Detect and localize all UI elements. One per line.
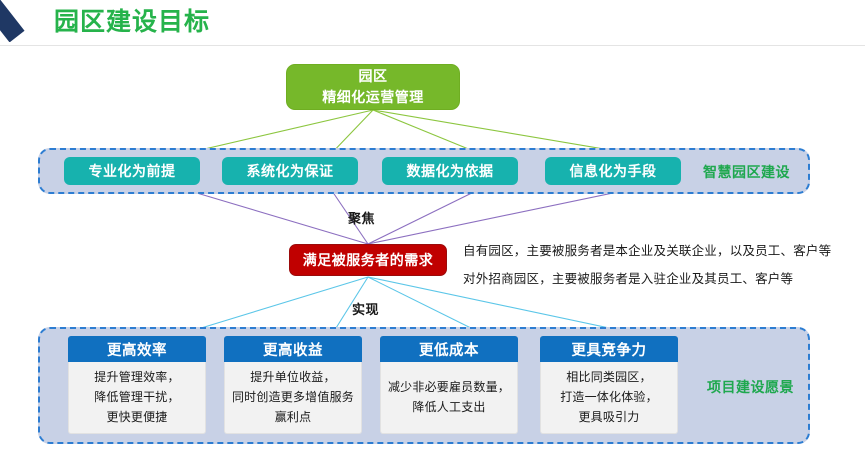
root-node-line2: 精细化运营管理 (322, 89, 424, 105)
vision-card-title: 更具竞争力 (540, 336, 678, 362)
vision-card-line: 提升单位收益， (250, 370, 336, 384)
top-band-pill-label: 系统化为保证 (246, 163, 334, 179)
top-band-pill-label: 数据化为依据 (406, 163, 494, 179)
vision-card-4[interactable]: 更具竞争力相比同类园区， 打造一体化体验， 更具吸引力 (540, 336, 678, 434)
root-node-line1: 园区 (358, 68, 388, 84)
realize-label: 实现 (352, 302, 380, 317)
vision-card-3[interactable]: 更低成本减少非必要雇员数量， 降低人工支出 (380, 336, 518, 434)
corner-decoration (0, 0, 46, 42)
note-line-2: 对外招商园区，主要被服务者是入驻企业及其员工、客户等 (463, 272, 794, 286)
vision-card-line: 同时创造更多增值服务 (231, 390, 354, 404)
title-divider (0, 45, 865, 46)
vision-card-title: 更低成本 (380, 336, 518, 362)
top-band-pill-label: 信息化为手段 (569, 163, 657, 179)
top-band-pill-3[interactable]: 数据化为依据 (382, 157, 518, 185)
top-band-pill-label: 专业化为前提 (88, 163, 176, 179)
top-band-pill-4[interactable]: 信息化为手段 (545, 157, 681, 185)
vision-card-line: 更快更便捷 (106, 410, 168, 424)
vision-card-body: 提升管理效率， 降低管理干扰， 更快更便捷 (68, 362, 206, 434)
vision-card-2[interactable]: 更高收益提升单位收益， 同时创造更多增值服务赢利点 (224, 336, 362, 434)
vision-card-title: 更高收益 (224, 336, 362, 362)
vision-card-line: 降低管理干扰， (94, 390, 180, 404)
vision-card-line: 减少非必要雇员数量， (387, 380, 510, 394)
vision-card-line: 提升管理效率， (94, 370, 180, 384)
vision-card-line: 打造一体化体验， (560, 390, 658, 404)
page-title: 园区建设目标 (54, 8, 211, 36)
center-node-red[interactable]: 满足被服务者的需求 (289, 244, 447, 276)
vision-card-1[interactable]: 更高效率提升管理效率， 降低管理干扰， 更快更便捷 (68, 336, 206, 434)
vision-card-title: 更高效率 (68, 336, 206, 362)
top-band-pill-2[interactable]: 系统化为保证 (222, 157, 358, 185)
vision-card-line: 降低人工支出 (412, 400, 486, 414)
vision-card-body: 减少非必要雇员数量， 降低人工支出 (380, 362, 518, 434)
vision-card-body: 相比同类园区， 打造一体化体验， 更具吸引力 (540, 362, 678, 434)
vision-card-line: 相比同类园区， (566, 370, 652, 384)
focus-label: 聚焦 (348, 211, 376, 226)
note-line-1: 自有园区，主要被服务者是本企业及关联企业，以及员工、客户等 (463, 244, 832, 258)
top-band-label: 智慧园区建设 (703, 164, 790, 180)
bottom-band-label: 项目建设愿景 (707, 379, 794, 395)
top-band-pill-1[interactable]: 专业化为前提 (64, 157, 200, 185)
vision-card-line: 赢利点 (274, 410, 312, 424)
vision-card-line: 更具吸引力 (578, 410, 640, 424)
vision-card-body: 提升单位收益， 同时创造更多增值服务赢利点 (224, 362, 362, 434)
root-node-green[interactable]: 园区 精细化运营管理 (286, 64, 460, 110)
